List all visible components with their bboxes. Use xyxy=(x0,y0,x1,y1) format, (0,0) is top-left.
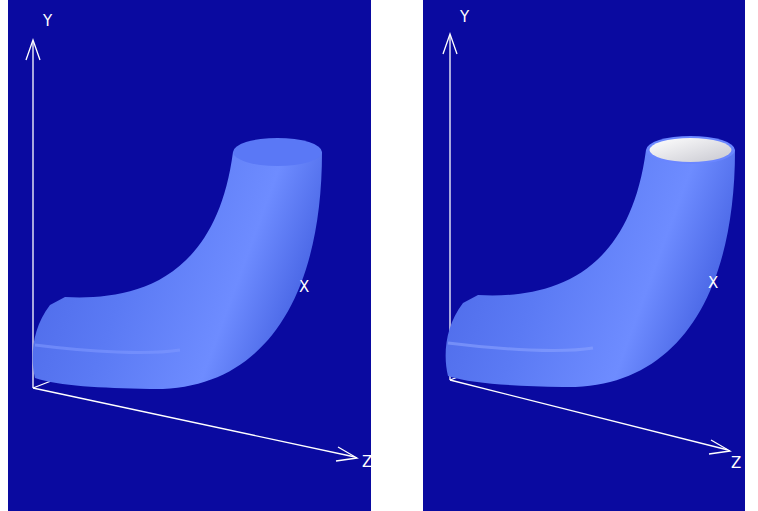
axis-label: Z xyxy=(362,455,372,470)
axis-label: X xyxy=(708,276,718,291)
axis-label: Y xyxy=(460,10,469,25)
axis-label: Z xyxy=(731,456,741,471)
axis-label: X xyxy=(299,280,309,295)
axes xyxy=(26,40,357,461)
panel-ground xyxy=(8,0,371,511)
panel-ground xyxy=(423,0,745,511)
pipe-hollow xyxy=(446,136,735,387)
pipe-solid xyxy=(33,138,322,389)
axis-label: Y xyxy=(43,14,52,29)
